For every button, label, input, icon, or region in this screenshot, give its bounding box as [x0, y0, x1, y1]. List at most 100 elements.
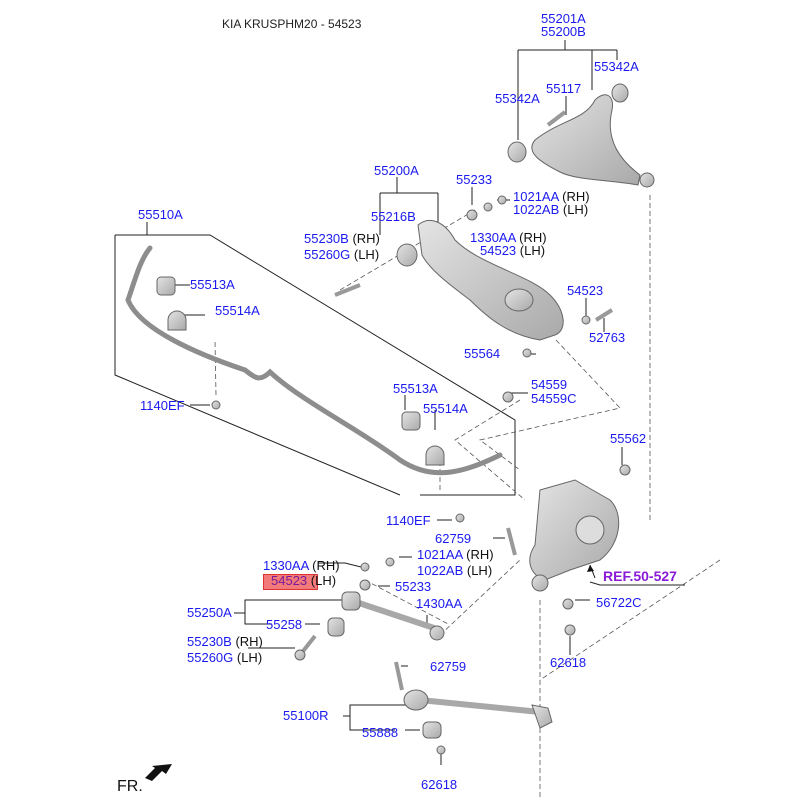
- side-indicator: (LH): [233, 650, 263, 665]
- part-number: 55513A: [190, 277, 235, 292]
- part-label-55514A-2[interactable]: 55514A: [423, 402, 468, 416]
- part-label-55100R[interactable]: 55100R: [283, 709, 329, 723]
- part-number: 1430AA: [416, 596, 463, 611]
- part-label-62618-top[interactable]: 62618: [550, 656, 586, 670]
- part-label-55200B[interactable]: 55200B: [541, 25, 586, 39]
- part-label-55510A[interactable]: 55510A: [138, 208, 183, 222]
- part-number: 55216B: [371, 209, 416, 224]
- part-number: 55100R: [283, 708, 329, 723]
- part-label-55216B[interactable]: 55216B: [371, 210, 416, 224]
- side-indicator: (LH): [307, 573, 337, 588]
- stabilizer-bar: [125, 245, 503, 476]
- part-label-56722C[interactable]: 56722C: [596, 596, 642, 610]
- part-label-62618-bot[interactable]: 62618: [421, 778, 457, 792]
- part-label-55514A-1[interactable]: 55514A: [215, 304, 260, 318]
- part-label-55562[interactable]: 55562: [610, 432, 646, 446]
- part-number: 1021AA: [513, 189, 559, 204]
- part-number: 54523: [480, 243, 517, 258]
- part-label-1330AA-bot[interactable]: 1330AA (RH): [263, 559, 340, 573]
- part-number: 1022AB: [513, 202, 560, 217]
- part-label-1140EF-2[interactable]: 1140EF: [386, 514, 431, 528]
- side-indicator: (RH): [558, 189, 590, 204]
- side-indicator: (RH): [231, 634, 263, 649]
- part-number: 55258: [266, 617, 303, 632]
- part-label-55513A-2[interactable]: 55513A: [393, 382, 438, 396]
- part-number: 56722C: [596, 595, 642, 610]
- reference-label[interactable]: REF.50-527: [603, 568, 677, 584]
- part-label-55513A-1[interactable]: 55513A: [190, 278, 235, 292]
- part-label-1140EF-1[interactable]: 1140EF: [140, 399, 185, 413]
- part-label-1021AA-bot[interactable]: 1021AA (RH): [417, 548, 494, 562]
- part-label-62759-bot[interactable]: 62759: [430, 660, 466, 674]
- lower-control-arm: [334, 195, 614, 403]
- part-number: 62759: [430, 659, 467, 674]
- side-indicator: (LH): [463, 563, 493, 578]
- side-indicator: (LH): [559, 202, 589, 217]
- trailing-arm: [403, 689, 553, 755]
- part-label-55200A[interactable]: 55200A: [374, 164, 419, 178]
- part-label-1430AA[interactable]: 1430AA: [416, 597, 462, 611]
- part-number: 55510A: [138, 207, 183, 222]
- part-number: 1330AA: [263, 558, 309, 573]
- part-label-55888[interactable]: 55888: [362, 726, 398, 740]
- part-number: 54559: [531, 377, 568, 392]
- part-number: 54523: [567, 283, 604, 298]
- part-number: 55342A: [594, 59, 639, 74]
- part-label-55233-bot[interactable]: 55233: [395, 580, 431, 594]
- part-label-1022AB-top[interactable]: 1022AB (LH): [513, 203, 588, 217]
- part-label-55342A-l[interactable]: 55342A: [495, 92, 540, 106]
- part-number: 62618: [550, 655, 587, 670]
- part-label-55260G-top[interactable]: 55260G (LH): [304, 248, 379, 262]
- side-indicator: (LH): [516, 243, 546, 258]
- part-label-54523-mid[interactable]: 54523: [567, 284, 603, 298]
- part-label-54559C[interactable]: 54559C: [531, 392, 577, 406]
- part-number: 62618: [421, 777, 458, 792]
- part-number: 54559C: [531, 391, 577, 406]
- part-label-54523-top[interactable]: 54523 (LH): [480, 244, 545, 258]
- part-label-55230B-top[interactable]: 55230B (RH): [304, 232, 380, 246]
- part-label-55233-top[interactable]: 55233: [456, 173, 492, 187]
- part-number: 55562: [610, 431, 647, 446]
- part-label-55342A-r[interactable]: 55342A: [594, 60, 639, 74]
- part-number: 55117: [546, 81, 582, 96]
- part-number: 55564: [464, 346, 501, 361]
- part-number: 55200B: [541, 24, 586, 39]
- part-number: 55230B: [304, 231, 349, 246]
- part-label-54523-bot[interactable]: 54523 (LH): [271, 574, 336, 588]
- part-label-1330AA-top[interactable]: 1330AA (RH): [470, 231, 547, 245]
- part-number: 62759: [435, 531, 472, 546]
- side-indicator: (RH): [348, 231, 380, 246]
- part-number: 1140EF: [140, 398, 185, 413]
- part-label-54559[interactable]: 54559: [531, 378, 567, 392]
- side-indicator: (RH): [462, 547, 494, 562]
- part-label-1021AA-top[interactable]: 1021AA (RH): [513, 190, 590, 204]
- part-label-55564[interactable]: 55564: [464, 347, 500, 361]
- part-label-55250A[interactable]: 55250A: [187, 606, 232, 620]
- part-number: 1021AA: [417, 547, 463, 562]
- diagram-title: KIA KRUSPHM20 - 54523: [222, 17, 362, 31]
- part-number: 1330AA: [470, 230, 516, 245]
- part-label-52763[interactable]: 52763: [589, 331, 625, 345]
- side-indicator: (RH): [515, 230, 547, 245]
- toe-link: [294, 557, 445, 691]
- part-number: 1022AB: [417, 563, 464, 578]
- part-number: 55260G: [187, 650, 234, 665]
- part-label-55201A[interactable]: 55201A: [541, 12, 586, 26]
- part-number: 55233: [395, 579, 432, 594]
- part-number: 55200A: [374, 163, 419, 178]
- part-label-62759-top[interactable]: 62759: [435, 532, 471, 546]
- part-label-55230B-bot[interactable]: 55230B (RH): [187, 635, 263, 649]
- part-number: 54523: [271, 573, 308, 588]
- part-number: 55260G: [304, 247, 351, 262]
- part-number: 55250A: [187, 605, 232, 620]
- part-label-1022AB-bot[interactable]: 1022AB (LH): [417, 564, 492, 578]
- part-label-55260G-bot[interactable]: 55260G (LH): [187, 651, 262, 665]
- part-number: 55888: [362, 725, 399, 740]
- part-number: 55514A: [423, 401, 468, 416]
- part-label-55258[interactable]: 55258: [266, 618, 302, 632]
- highlighted-part-box: [263, 574, 318, 590]
- side-indicator: (LH): [350, 247, 380, 262]
- part-label-55117[interactable]: 55117: [546, 82, 581, 96]
- part-number: 1140EF: [386, 513, 431, 528]
